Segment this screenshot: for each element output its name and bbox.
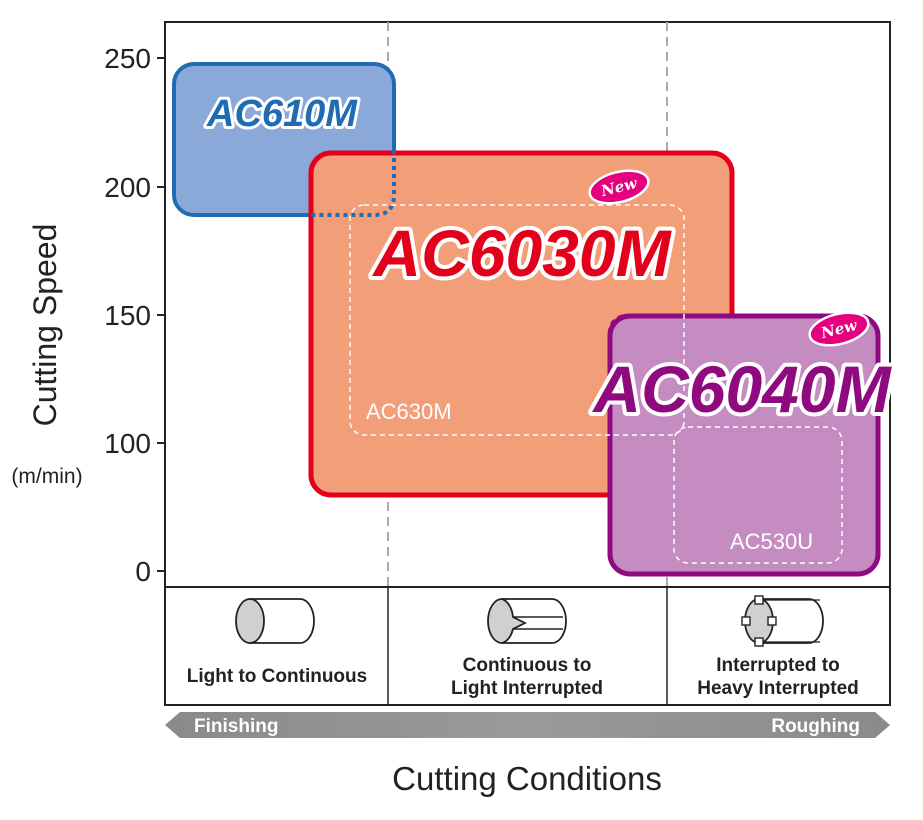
region-ac630m	[349, 204, 685, 436]
condition-label-2-line-1: Continuous to	[463, 655, 592, 676]
grooved-bar-icon	[487, 598, 567, 644]
condition-label-3-line-2: Heavy Interrupted	[697, 678, 859, 699]
y-tick-label: 100	[104, 428, 151, 459]
solid-bar-icon	[235, 598, 315, 644]
region-ac530u	[673, 426, 843, 564]
new-badge-ac6030m: New	[588, 169, 650, 205]
condition-label-3-line-1: Interrupted to	[716, 655, 840, 676]
new-badge-ac6040m: New	[808, 311, 870, 347]
y-axis-ticks: 0 100 150 200 250	[104, 43, 165, 587]
y-axis-title: Cutting Speed	[27, 224, 63, 427]
label-ac6030m: AC6030M	[371, 216, 672, 290]
y-tick-label: 150	[104, 300, 151, 331]
label-ac630m: AC630M	[366, 399, 452, 424]
region-ac6040m-overlap-edge	[607, 313, 731, 495]
condition-label-2-line-2: Light Interrupted	[451, 678, 603, 699]
y-tick-label: 250	[104, 43, 151, 74]
direction-arrow	[165, 712, 890, 738]
y-tick-label: 200	[104, 172, 151, 203]
condition-label-1: Light to Continuous	[187, 666, 367, 687]
direction-label-finishing: Finishing	[194, 716, 278, 737]
x-axis-title: Cutting Conditions	[392, 760, 662, 797]
y-tick-label: 0	[135, 556, 151, 587]
direction-label-roughing: Roughing	[771, 716, 860, 737]
label-ac610m: AC610M	[206, 93, 358, 135]
notched-bar-icon	[741, 595, 824, 647]
y-axis-unit: (m/min)	[11, 465, 82, 488]
label-ac530u: AC530U	[730, 529, 813, 554]
region-ac6040m	[607, 313, 881, 577]
label-ac6040m: AC6040M	[591, 352, 892, 426]
